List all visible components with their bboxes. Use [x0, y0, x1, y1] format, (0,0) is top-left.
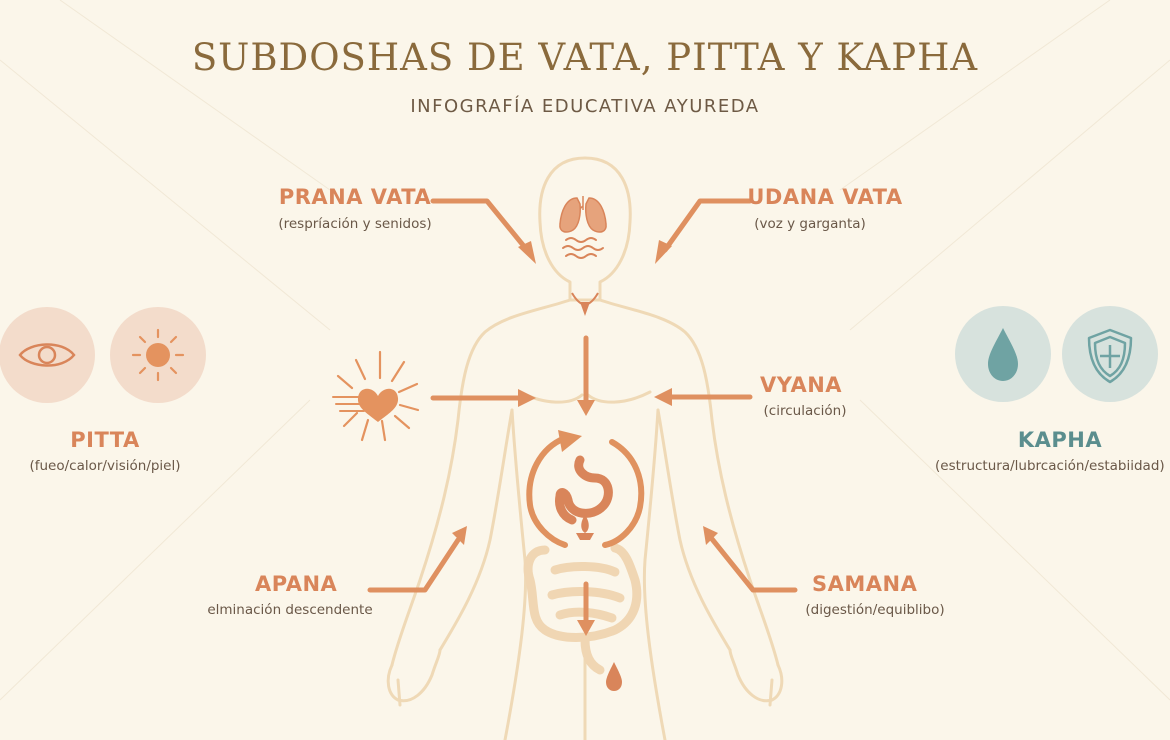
arrow-samana: [709, 536, 798, 593]
apana-label: APANA: [255, 572, 338, 596]
prana-vata-label: PRANA VATA: [278, 185, 432, 209]
water-drop-icon: [988, 328, 1018, 381]
shield-icon: [1087, 328, 1133, 384]
drop-icon: [606, 662, 622, 691]
cycle-arrowhead-top: [558, 430, 582, 452]
kapha-desc: (estructura/lubrcación/estabiidad): [935, 458, 1165, 474]
lungs-icon: [559, 196, 607, 233]
intestines-illustration: [523, 543, 642, 675]
pitta-eye-badge: [0, 307, 95, 403]
udana-vata-desc: (voz y garganta): [754, 216, 866, 232]
arrow-udana: [662, 198, 753, 253]
udana-vata-label: UDANA VATA: [747, 185, 903, 209]
samana-label: SAMANA: [812, 572, 918, 596]
arrow-apana: [367, 537, 461, 593]
throat-icon: [571, 292, 599, 316]
vyana-label: VYANA: [760, 373, 843, 397]
eye-icon: [18, 343, 76, 367]
vyana-desc: (circulación): [763, 403, 847, 419]
samana-desc: (digestión/equiblibo): [805, 602, 945, 618]
kapha-label: KAPHA: [1017, 428, 1103, 452]
digestion-cycle-icon: [526, 435, 645, 548]
pitta-desc: (fueo/calor/visión/piel): [29, 458, 181, 474]
sun-icon: [131, 328, 185, 382]
background-lines: [0, 0, 1170, 701]
stomach-icon: [555, 455, 613, 525]
heart-icon: [332, 350, 420, 442]
body-outline: [386, 156, 784, 740]
arrow-prana: [430, 198, 530, 253]
breath-waves-icon: [562, 237, 604, 259]
pitta-label: PITTA: [70, 428, 140, 452]
page-title: SUBDOSHAS DE VATA, PITTA Y KAPHA: [191, 36, 979, 79]
prana-vata-desc: (respríación y senidos): [278, 216, 432, 232]
page-subtitle: INFOGRAFÍA EDUCATIVA AYUREDA: [410, 96, 760, 117]
arrow-heads: [452, 240, 718, 636]
apana-desc: elminación descendente: [207, 602, 373, 618]
fire-icon: [576, 515, 594, 540]
flow-arrows: [367, 198, 798, 627]
